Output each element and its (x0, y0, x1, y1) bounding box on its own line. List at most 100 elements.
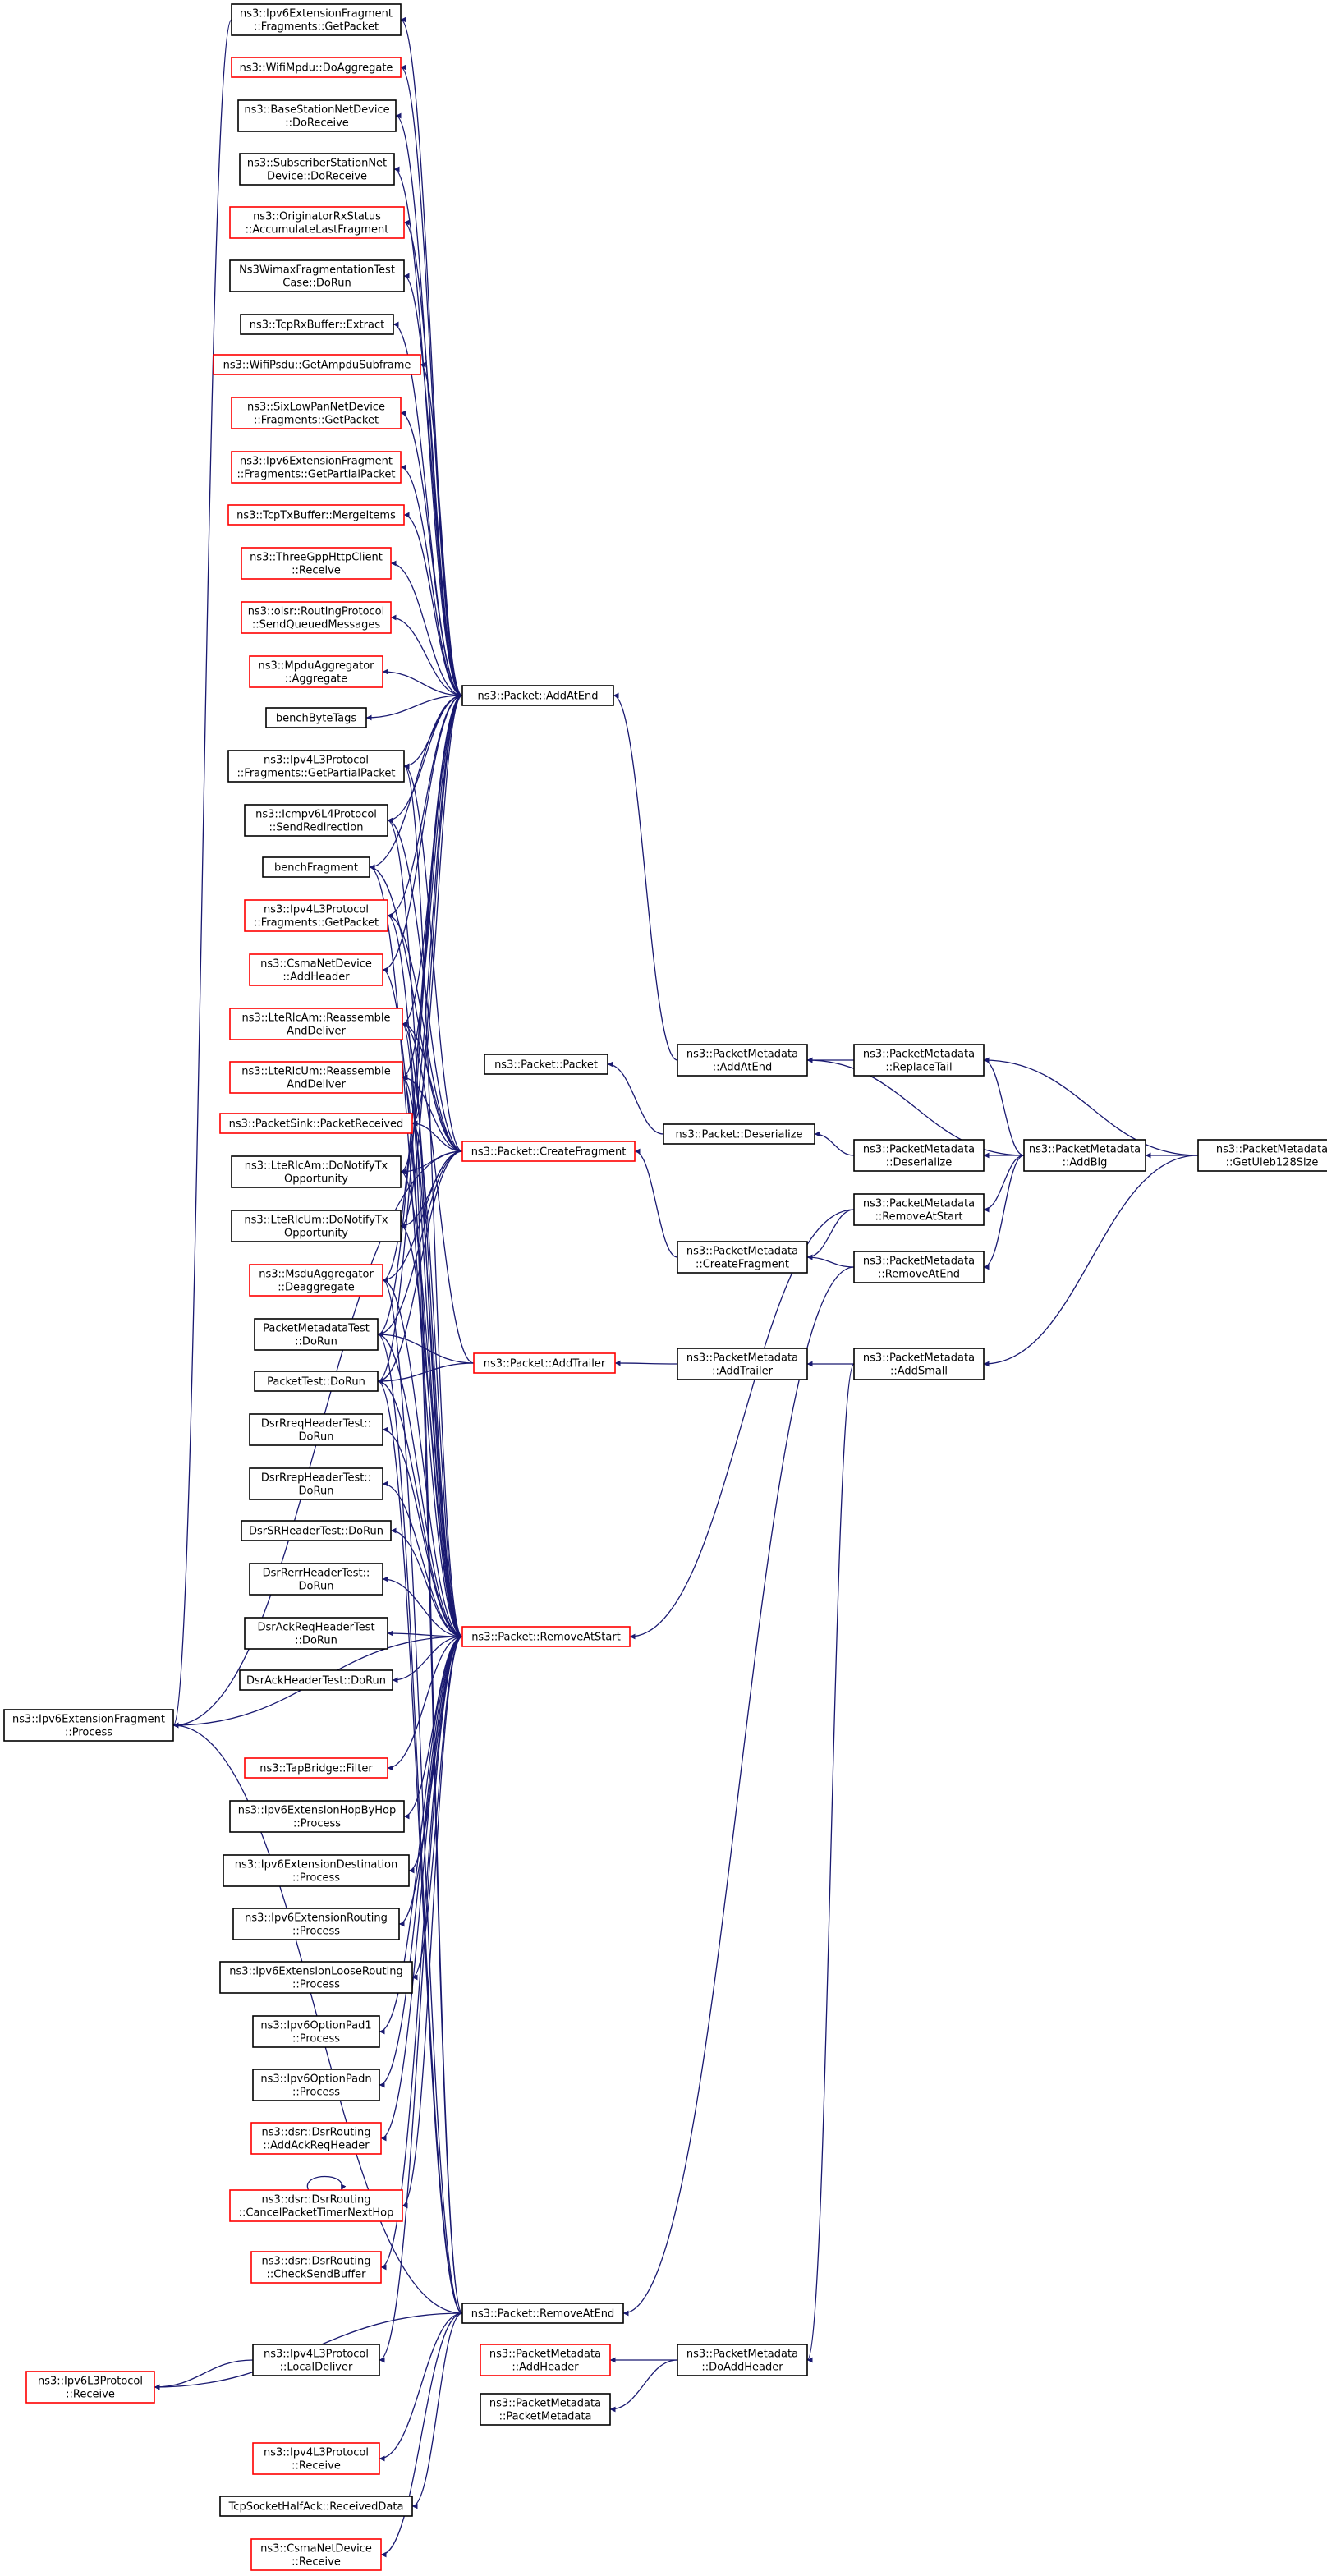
graph-node-ipv6frag-getpacket[interactable]: ns3::Ipv6ExtensionFragment::Fragments::G… (231, 3, 402, 36)
graph-node-pm-doaddheader[interactable]: ns3::PacketMetadata::DoAddHeader (677, 2344, 808, 2376)
graph-node-ipv6hopbyhop[interactable]: ns3::Ipv6ExtensionHopByHop::Process (229, 1800, 405, 1833)
graph-node-packet-removeatend[interactable]: ns3::Packet::RemoveAtEnd (461, 2303, 624, 2324)
graph-node-dsrack[interactable]: DsrAckHeaderTest::DoRun (239, 1669, 393, 1691)
node-label-line: ns3::Ipv4L3Protocol (264, 755, 369, 767)
call-edge (402, 1021, 463, 1152)
graph-node-dsr-cancel[interactable]: ns3::dsr::DsrRouting::CancelPacketTimerN… (229, 2189, 403, 2222)
graph-node-ipv6frag-partial[interactable]: ns3::Ipv6ExtensionFragment::Fragments::G… (231, 451, 402, 484)
graph-node-pm-removeatstart[interactable]: ns3::PacketMetadata::RemoveAtStart (853, 1193, 985, 1226)
node-box (219, 1113, 413, 1134)
node-box (229, 1800, 405, 1833)
graph-node-ipv4l3-getpacket[interactable]: ns3::Ipv4L3Protocol::Fragments::GetPacke… (244, 899, 388, 932)
graph-node-getuleb[interactable]: ns3::PacketMetadata::GetUleb128Size (1197, 1139, 1327, 1172)
node-box (244, 1757, 388, 1779)
graph-node-tcptx[interactable]: ns3::TcpTxBuffer::MergeItems (227, 504, 405, 526)
node-label-line: ::DoReceive (285, 117, 349, 130)
graph-node-ipv6routing[interactable]: ns3::Ipv6ExtensionRouting::Process (232, 1908, 400, 1940)
graph-node-mpduagg[interactable]: ns3::MpduAggregator::Aggregate (249, 655, 383, 688)
graph-node-pm-createfragment[interactable]: ns3::PacketMetadata::CreateFragment (677, 1241, 808, 1274)
graph-node-benchfragment[interactable]: benchFragment (262, 856, 370, 878)
graph-node-packetsink[interactable]: ns3::PacketSink::PacketReceived (219, 1113, 413, 1134)
graph-node-packet-deserialize[interactable]: ns3::Packet::Deserialize (663, 1123, 815, 1145)
call-edge (382, 1481, 463, 1637)
graph-node-icmpv6[interactable]: ns3::Icmpv6L4Protocol::SendRedirection (244, 804, 388, 837)
node-label-line: ns3::Ipv4L3Protocol (264, 2349, 369, 2361)
graph-node-dsr-checksend[interactable]: ns3::dsr::DsrRouting::CheckSendBuffer (250, 2251, 382, 2284)
graph-node-ssnd[interactable]: ns3::SubscriberStationNetDevice::DoRecei… (239, 153, 395, 186)
graph-node-benchbytetags[interactable]: benchByteTags (265, 707, 367, 728)
graph-node-ipv4l3-partial[interactable]: ns3::Ipv4L3Protocol::Fragments::GetParti… (227, 750, 405, 783)
node-label-line: ns3::Ipv6ExtensionDestination (235, 1859, 398, 1871)
graph-node-ipv6padn[interactable]: ns3::Ipv6OptionPadn::Process (252, 2069, 380, 2101)
graph-node-dsrrerr[interactable]: DsrRerrHeaderTest::DoRun (249, 1563, 383, 1596)
node-label-line: DoRun (299, 1485, 334, 1498)
graph-node-pm-removeatend[interactable]: ns3::PacketMetadata::RemoveAtEnd (853, 1251, 985, 1283)
node-box (244, 804, 388, 837)
graph-node-dsrrreq[interactable]: DsrRreqHeaderTest::DoRun (249, 1413, 383, 1446)
graph-node-dsrsr[interactable]: DsrSRHeaderTest::DoRun (241, 1520, 392, 1541)
graph-node-packettest[interactable]: PacketTest::DoRun (254, 1371, 379, 1392)
graph-node-ipv6l3-receive[interactable]: ns3::Ipv6L3Protocol::Receive (25, 2371, 155, 2404)
node-label-line: ::Process (65, 1727, 112, 1739)
graph-node-csma-addheader[interactable]: ns3::CsmaNetDevice::AddHeader (249, 953, 383, 986)
graph-node-packet-createfragment[interactable]: ns3::Packet::CreateFragment (461, 1141, 636, 1162)
graph-node-dsr-addack[interactable]: ns3::dsr::DsrRouting::AddAckReqHeader (250, 2122, 382, 2155)
graph-node-pmtest[interactable]: PacketMetadataTest::DoRun (254, 1318, 379, 1351)
graph-node-ipv6dest[interactable]: ns3::Ipv6ExtensionDestination::Process (223, 1854, 410, 1887)
graph-node-pm-addatend[interactable]: ns3::PacketMetadata::AddAtEnd (677, 1044, 808, 1077)
graph-node-pm-addheader[interactable]: ns3::PacketMetadata::AddHeader (480, 2344, 611, 2376)
graph-node-tcprx[interactable]: ns3::TcpRxBuffer::Extract (240, 314, 394, 335)
node-label-line: ns3::Ipv4L3Protocol (264, 2447, 369, 2459)
graph-node-packet-packet[interactable]: ns3::Packet::Packet (484, 1054, 608, 1075)
graph-node-olsr[interactable]: ns3::olsr::RoutingProtocol::SendQueuedMe… (241, 601, 392, 634)
node-box (239, 153, 395, 186)
node-label-line: ns3::Icmpv6L4Protocol (255, 809, 377, 821)
graph-node-packet-addatend[interactable]: ns3::Packet::AddAtEnd (461, 685, 614, 706)
graph-node-pm-packetmetadata[interactable]: ns3::PacketMetadata::PacketMetadata (480, 2393, 611, 2426)
graph-node-pm-addtrailer[interactable]: ns3::PacketMetadata::AddTrailer (677, 1348, 808, 1380)
graph-node-threegpp[interactable]: ns3::ThreeGppHttpClient::Receive (241, 547, 392, 580)
call-edge (607, 1061, 664, 1135)
call-edge (622, 1266, 855, 2317)
node-box (249, 1563, 383, 1596)
graph-node-dsrackreq[interactable]: DsrAckReqHeaderTest::DoRun (244, 1617, 388, 1650)
node-label-line: ns3::dsr::DsrRouting (262, 2194, 371, 2206)
graph-node-packet-removeatstart[interactable]: ns3::Packet::RemoveAtStart (461, 1626, 631, 1647)
graph-node-ipv6loose[interactable]: ns3::Ipv6ExtensionLooseRouting::Process (219, 1961, 413, 1994)
graph-node-bsnd[interactable]: ns3::BaseStationNetDevice::DoReceive (237, 99, 397, 132)
graph-node-packet-addtrailer[interactable]: ns3::Packet::AddTrailer (473, 1352, 616, 1374)
graph-node-csma-receive[interactable]: ns3::CsmaNetDevice::Receive (250, 2538, 382, 2571)
graph-node-ipv4l3-receive[interactable]: ns3::Ipv4L3Protocol::Receive (252, 2442, 380, 2475)
node-box (480, 2344, 611, 2376)
call-edge (411, 1120, 463, 1152)
graph-node-pm-deserialize[interactable]: ns3::PacketMetadata::Deserialize (853, 1139, 985, 1172)
node-label-line: DoRun (299, 1581, 334, 1593)
graph-node-ipv6pad1[interactable]: ns3::Ipv6OptionPad1::Process (252, 2015, 380, 2048)
node-label-line: ns3::PacketMetadata (686, 1352, 798, 1365)
node-box (265, 707, 367, 728)
graph-node-sixlowpan[interactable]: ns3::SixLowPanNetDevice::Fragments::GetP… (231, 397, 402, 429)
call-edge (411, 1120, 463, 1637)
graph-node-origrx[interactable]: ns3::OriginatorRxStatus::AccumulateLastF… (229, 206, 405, 239)
graph-node-wifipsdu[interactable]: ns3::WifiPsdu::GetAmpduSubframe (213, 354, 421, 375)
graph-node-dsrrrep[interactable]: DsrRrepHeaderTest::DoRun (249, 1467, 383, 1500)
graph-node-wifimpdu[interactable]: ns3::WifiMpdu::DoAggregate (231, 57, 402, 78)
node-box (677, 1241, 808, 1274)
graph-node-tapbridge[interactable]: ns3::TapBridge::Filter (244, 1757, 388, 1779)
graph-node-addbig[interactable]: ns3::PacketMetadata::AddBig (1023, 1139, 1146, 1172)
graph-node-replacetail[interactable]: ns3::PacketMetadata::ReplaceTail (853, 1044, 985, 1077)
graph-node-ipv4l3-localdeliver[interactable]: ns3::Ipv4L3Protocol::LocalDeliver (252, 2344, 380, 2376)
node-label-line: ns3::SubscriberStationNet (247, 158, 387, 170)
node-box (853, 1044, 985, 1077)
graph-node-tcphalfack[interactable]: TcpSocketHalfAck::ReceivedData (219, 2496, 413, 2517)
node-box (231, 57, 402, 78)
graph-node-msduagg[interactable]: ns3::MsduAggregator::Deaggregate (249, 1264, 383, 1297)
graph-node-addsmall[interactable]: ns3::PacketMetadata::AddSmall (853, 1348, 985, 1380)
node-box (677, 1044, 808, 1077)
graph-node-ipv6frag-process[interactable]: ns3::Ipv6ExtensionFragment::Process (3, 1709, 174, 1742)
